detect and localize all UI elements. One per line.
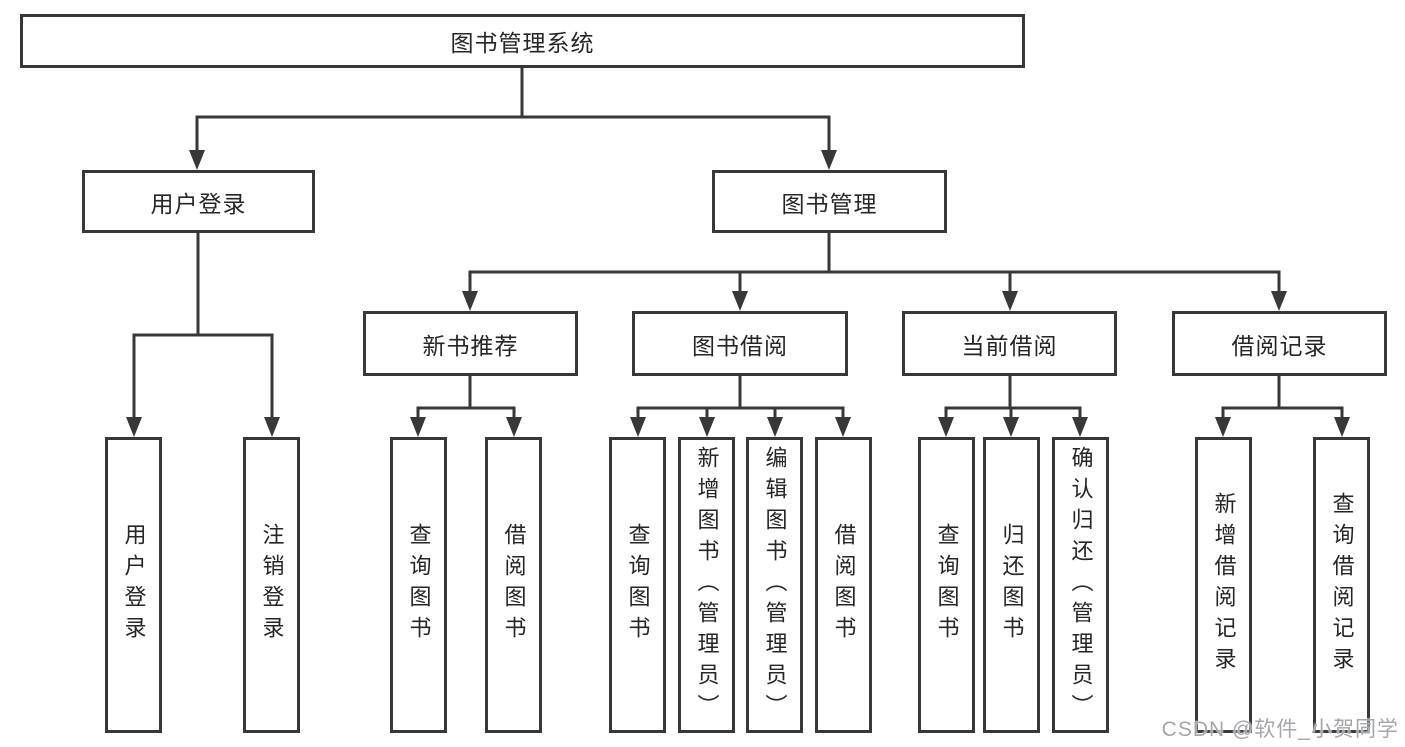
node-user-login: 用户登录: [82, 170, 315, 233]
arrowheads: [126, 150, 1350, 437]
leaf-query-borrow-record: 查询借阅记录: [1313, 437, 1370, 733]
leaf-add-book-admin: 新增图书（管理员）: [678, 437, 735, 733]
node-label: 当前借阅: [961, 332, 1058, 359]
leaf-add-borrow-record: 新增借阅记录: [1195, 437, 1252, 733]
node-label: 借阅记录: [1231, 332, 1328, 359]
leaf-borrow-book-recommend: 借阅图书: [485, 437, 542, 733]
node-label: 新增图书（管理员）: [694, 445, 720, 725]
node-label: 新增借阅记录: [1211, 492, 1237, 678]
node-label: 确认归还（管理员）: [1068, 445, 1094, 725]
leaf-query-book-recommend: 查询图书: [390, 437, 447, 733]
node-label: 归还图书: [999, 523, 1025, 647]
node-borrow-records: 借阅记录: [1172, 311, 1387, 376]
node-current-borrow: 当前借阅: [902, 311, 1117, 376]
node-label: 用户登录: [121, 523, 147, 647]
node-label: 查询图书: [406, 523, 432, 647]
node-label: 查询图书: [934, 523, 960, 647]
leaf-query-book-current: 查询图书: [918, 437, 975, 733]
node-label: 图书管理: [781, 190, 878, 217]
node-label: 查询借阅记录: [1329, 492, 1355, 678]
leaf-user-login: 用户登录: [105, 437, 162, 733]
node-label: 注销登录: [259, 523, 285, 647]
leaf-confirm-return-admin: 确认归还（管理员）: [1052, 437, 1109, 733]
leaf-edit-book-admin: 编辑图书（管理员）: [746, 437, 803, 733]
node-label: 用户登录: [150, 190, 247, 217]
node-label: 借阅图书: [501, 523, 527, 647]
node-new-book-recommend: 新书推荐: [363, 311, 578, 376]
node-label: 新书推荐: [422, 332, 519, 359]
watermark: CSDN @软件_小贺同学: [1161, 718, 1399, 741]
leaf-logout: 注销登录: [243, 437, 300, 733]
node-label: 查询图书: [625, 523, 651, 647]
node-book-management: 图书管理: [712, 170, 947, 233]
leaf-borrow-book: 借阅图书: [815, 437, 872, 733]
node-book-borrow: 图书借阅: [632, 311, 848, 376]
leaf-query-book-borrow: 查询图书: [609, 437, 666, 733]
node-label: 借阅图书: [831, 523, 857, 647]
node-root: 图书管理系统: [20, 14, 1025, 68]
leaf-return-book: 归还图书: [983, 437, 1040, 733]
node-label: 编辑图书（管理员）: [762, 445, 788, 725]
node-label: 图书借阅: [692, 332, 788, 359]
node-label: 图书管理系统: [450, 30, 595, 56]
